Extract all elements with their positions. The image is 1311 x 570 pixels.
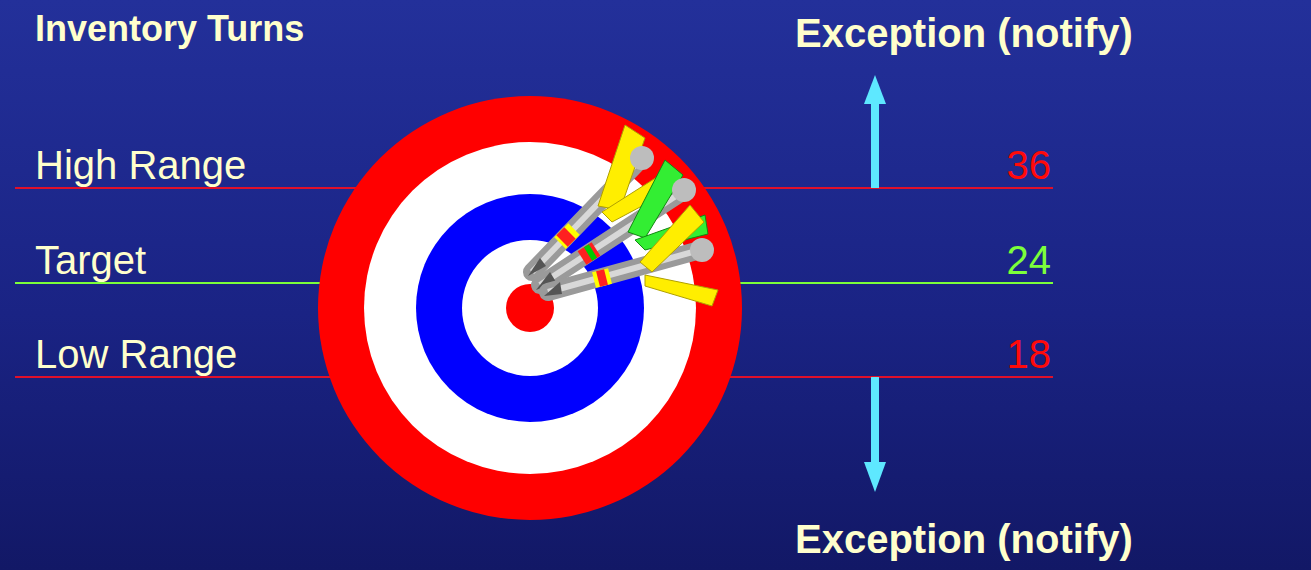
- range-value: 36: [1007, 142, 1052, 188]
- diagram-title: Inventory Turns: [35, 8, 304, 49]
- darts: [528, 125, 718, 306]
- range-value: 18: [1007, 331, 1052, 377]
- exception-arrows: [864, 75, 886, 492]
- range-label: Target: [35, 237, 146, 283]
- exception-note: Exception (notify): [795, 10, 1133, 56]
- dartboard: [318, 96, 742, 520]
- range-value: 24: [1007, 237, 1052, 283]
- exception-note: Exception (notify): [795, 516, 1133, 562]
- range-label: Low Range: [35, 331, 237, 377]
- range-label: High Range: [35, 142, 246, 188]
